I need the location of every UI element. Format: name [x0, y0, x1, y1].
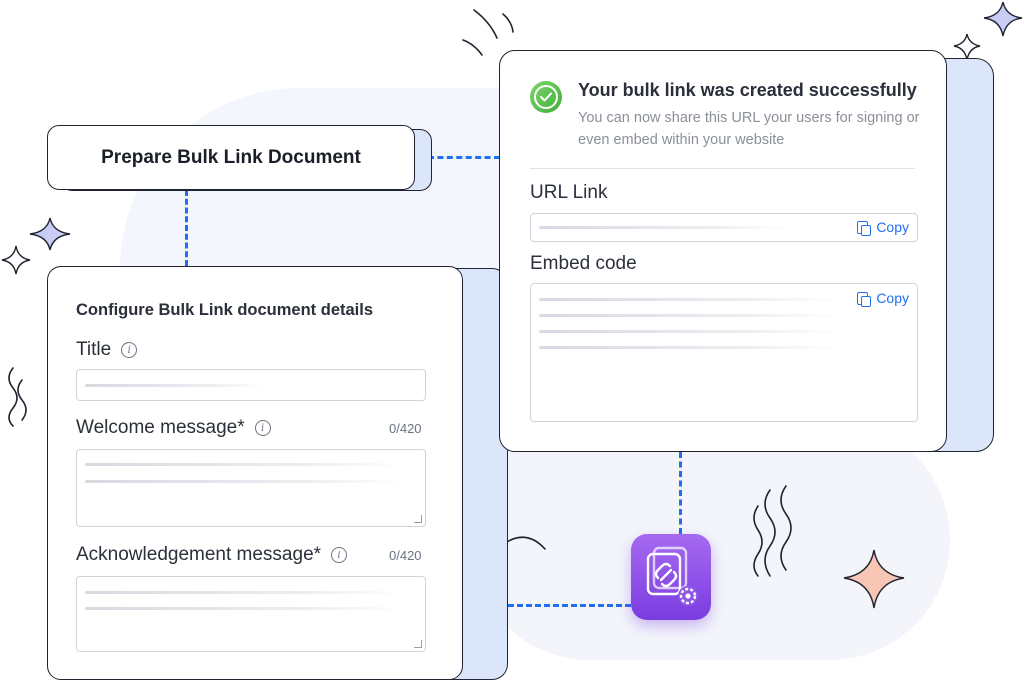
welcome-message-counter: 0/420 [389, 421, 422, 436]
placeholder-line [85, 480, 405, 483]
placeholder-line [85, 463, 405, 466]
placeholder-line [85, 384, 265, 387]
url-link-label: URL Link [530, 182, 608, 203]
acknowledgement-message-counter: 0/420 [389, 548, 422, 563]
connector-line [679, 452, 682, 534]
divider [530, 168, 915, 169]
copy-url-button[interactable]: Copy [857, 219, 909, 236]
url-link-field[interactable]: Copy [530, 213, 918, 242]
squiggle [8, 367, 18, 427]
placeholder-line [539, 346, 839, 349]
sparkle-icon [983, 1, 1023, 37]
squiggle [780, 485, 792, 571]
bulk-link-app-icon[interactable] [631, 534, 711, 620]
acknowledgement-message-textarea[interactable] [76, 576, 426, 652]
embed-code-field[interactable]: Copy [530, 283, 918, 422]
placeholder-line [539, 226, 789, 229]
welcome-message-textarea[interactable] [76, 449, 426, 527]
prepare-document-card[interactable]: Prepare Bulk Link Document [47, 125, 415, 190]
sparkle-icon [1, 245, 31, 275]
welcome-message-label: Welcome message* i [76, 417, 271, 439]
info-icon[interactable]: i [331, 547, 348, 563]
copy-label: Copy [876, 219, 909, 235]
title-input[interactable] [76, 369, 426, 401]
success-card: Your bulk link was created successfully … [499, 50, 947, 452]
background-blob [470, 420, 950, 660]
squiggle [17, 379, 27, 421]
placeholder-line [85, 607, 405, 610]
success-title: Your bulk link was created successfully [578, 80, 917, 100]
copy-icon [857, 291, 872, 307]
connector-line [463, 604, 631, 607]
placeholder-line [85, 591, 405, 594]
title-label: Title i [76, 339, 138, 361]
success-subtitle: You can now share this URL your users fo… [578, 110, 920, 148]
configure-heading: Configure Bulk Link document details [76, 301, 374, 319]
acknowledgement-message-label: Acknowledgement message* i [76, 544, 348, 566]
accent-stroke [473, 9, 498, 39]
info-icon[interactable]: i [254, 420, 271, 436]
copy-icon [857, 220, 872, 236]
placeholder-line [539, 298, 839, 301]
accent-stroke [502, 13, 514, 33]
link-gear-icon [646, 546, 698, 606]
title-label-text: Title [76, 339, 112, 360]
sparkle-icon [953, 33, 981, 61]
resize-handle[interactable] [414, 515, 422, 523]
check-circle-icon [530, 81, 562, 113]
placeholder-line [539, 314, 839, 317]
connector-line [428, 156, 500, 159]
squiggle [764, 489, 776, 577]
copy-label: Copy [876, 290, 909, 306]
embed-code-label: Embed code [530, 253, 637, 274]
resize-handle[interactable] [414, 640, 422, 648]
sparkle-icon [843, 549, 905, 609]
squiggle [753, 505, 763, 577]
copy-embed-button[interactable]: Copy [857, 290, 909, 307]
prepare-document-title: Prepare Bulk Link Document [101, 146, 361, 168]
info-icon[interactable]: i [121, 342, 138, 358]
sparkle-icon [29, 217, 71, 251]
configure-details-card: Configure Bulk Link document details Tit… [47, 266, 463, 680]
welcome-message-label-text: Welcome message* [76, 417, 245, 438]
placeholder-line [539, 330, 839, 333]
accent-stroke [462, 39, 483, 56]
acknowledgement-message-label-text: Acknowledgement message* [76, 544, 322, 565]
connector-line [185, 190, 188, 266]
